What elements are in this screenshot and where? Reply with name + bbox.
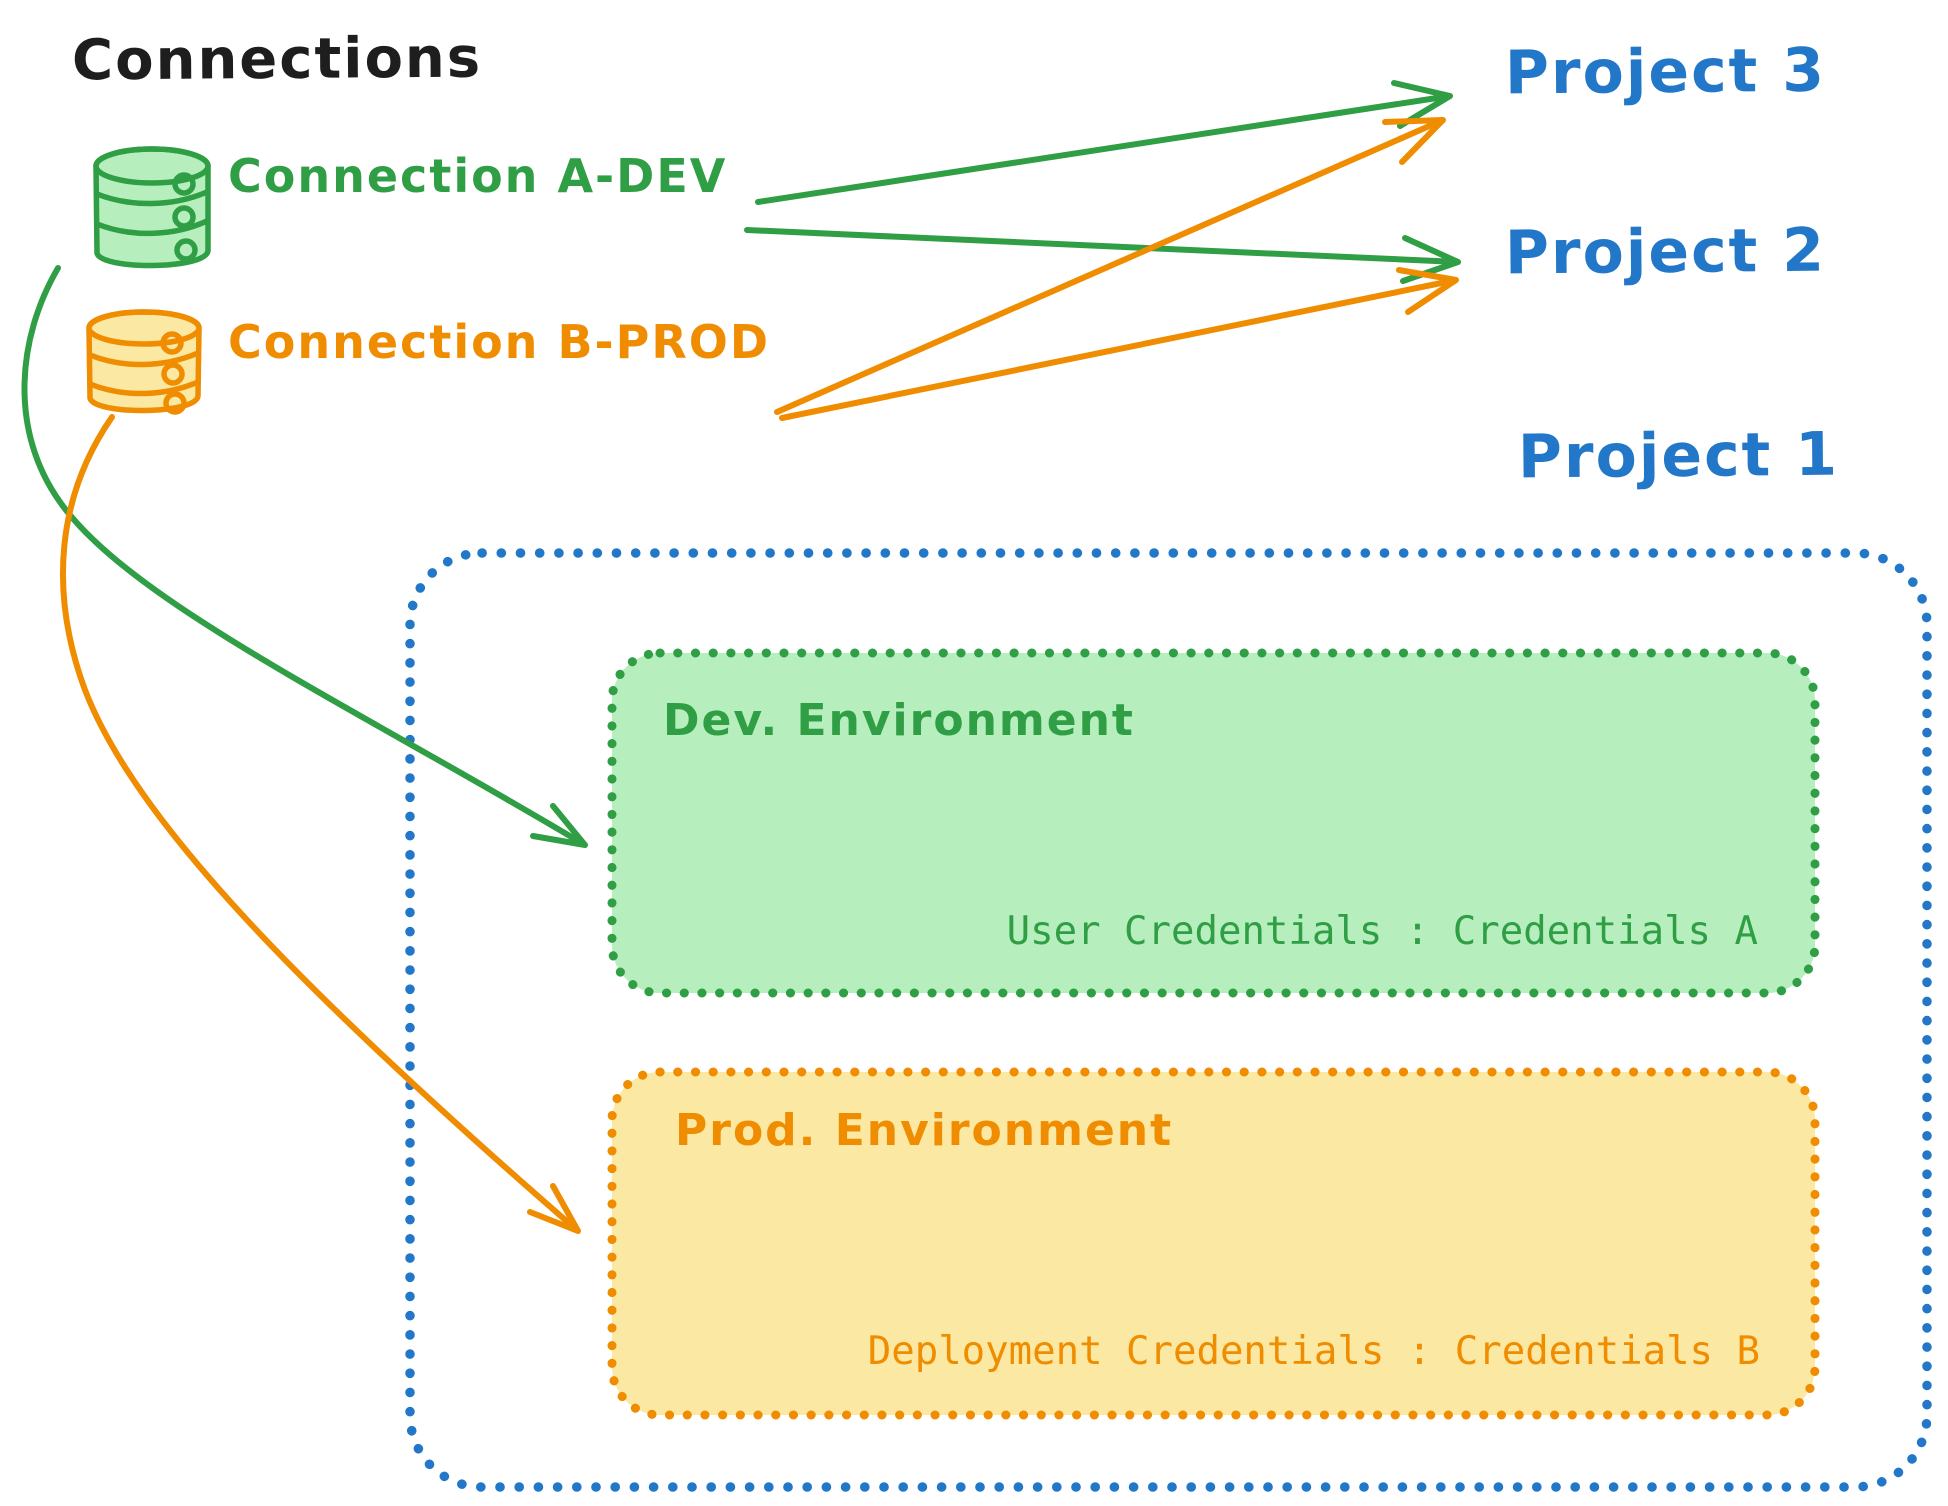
dev-environment-title: Dev. Environment: [663, 695, 1135, 746]
prod-environment-box: [607, 1067, 1820, 1420]
prod-environment-title: Prod. Environment: [675, 1105, 1174, 1156]
prod-environment-credentials: Deployment Credentials : Credentials B: [867, 1329, 1760, 1374]
dev-environment-credentials: User Credentials : Credentials A: [1006, 909, 1758, 954]
edge-b-prod-to-prod-environment: [59, 414, 581, 1234]
edge-b-prod-to-project3: [774, 117, 1446, 415]
project2-label: Project 2: [1504, 215, 1827, 289]
project1-container-box: [405, 548, 1932, 1492]
database-icon: [86, 309, 202, 415]
connection-a-dev-label: Connection A-DEV: [228, 149, 728, 203]
database-icon: [93, 146, 211, 269]
project3-label: Project 3: [1504, 35, 1827, 109]
edge-a-dev-to-dev-environment: [21, 265, 588, 848]
edge-a-dev-to-project2: [744, 227, 1461, 284]
edge-b-prod-to-project2: [779, 267, 1459, 421]
diagram-title: Connections: [71, 25, 483, 94]
connection-b-prod-label: Connection B-PROD: [228, 315, 771, 369]
project1-label: Project 1: [1517, 419, 1840, 493]
edge-a-dev-to-project3: [755, 80, 1453, 205]
dev-environment-box: [607, 648, 1820, 998]
